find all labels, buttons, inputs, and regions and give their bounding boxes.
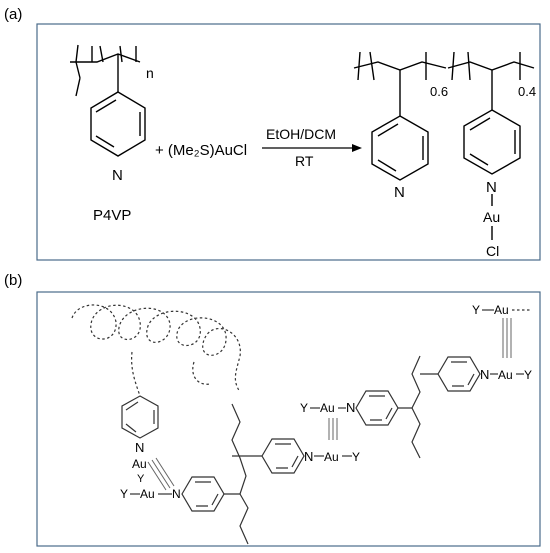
reactant-nitrogen: N [112,167,123,184]
product-subscript-left: 0.6 [430,84,448,99]
product-copolymer: N 0.6 N 0.4 Au Cl [353,51,536,259]
atom-y3: Y [352,450,360,464]
atom-y1: Y [137,473,145,485]
pyridine-1: N Au Y [121,395,159,485]
atom-y5: Y [524,368,532,382]
pyridine-4: Y Au N [300,355,421,459]
product-subscript-right: 0.4 [518,84,536,99]
pyridine-5: N Au Y [420,318,532,392]
panel-a-label: (a) [4,6,23,23]
atom-n4: N [346,400,355,415]
atom-n2: N [172,487,181,501]
atom-au2: Au [140,487,155,501]
atom-n5: N [480,367,489,382]
atom-y6: Y [472,303,480,317]
atom-au3: Au [324,450,339,464]
pyridine-3: N Au Y [232,418,360,474]
atom-y2: Y [120,487,128,501]
atom-au1: Au [132,457,147,471]
product-chloride: Cl [486,243,499,259]
panel-b-frame [36,291,541,547]
reactant-p4vp: n N P4VP [70,44,154,224]
reactant-name: P4VP [93,207,131,224]
atom-au5: Au [498,368,513,382]
atom-au4: Au [320,401,335,415]
reaction-arrow: EtOH/DCM RT [262,126,362,169]
reactant-subscript: n [146,65,154,81]
panel-a-frame [36,23,541,261]
panel-b-label: (b) [4,272,23,289]
conditions-bottom: RT [295,153,314,169]
top-right-gold: Y Au [472,303,530,317]
coiled-backbone [71,304,241,397]
product-gold: Au [483,209,500,225]
conditions-top: EtOH/DCM [266,126,336,142]
atom-n1: N [135,440,144,455]
atom-au6: Au [494,303,509,317]
pyridine-2: Y Au N [120,403,249,545]
product-nitrogen-right: N [486,179,497,196]
atom-n3: N [304,449,313,464]
reagent-label: + (Me₂S)AuCl [155,142,247,159]
product-nitrogen-left: N [394,184,405,201]
atom-y4: Y [300,401,308,415]
